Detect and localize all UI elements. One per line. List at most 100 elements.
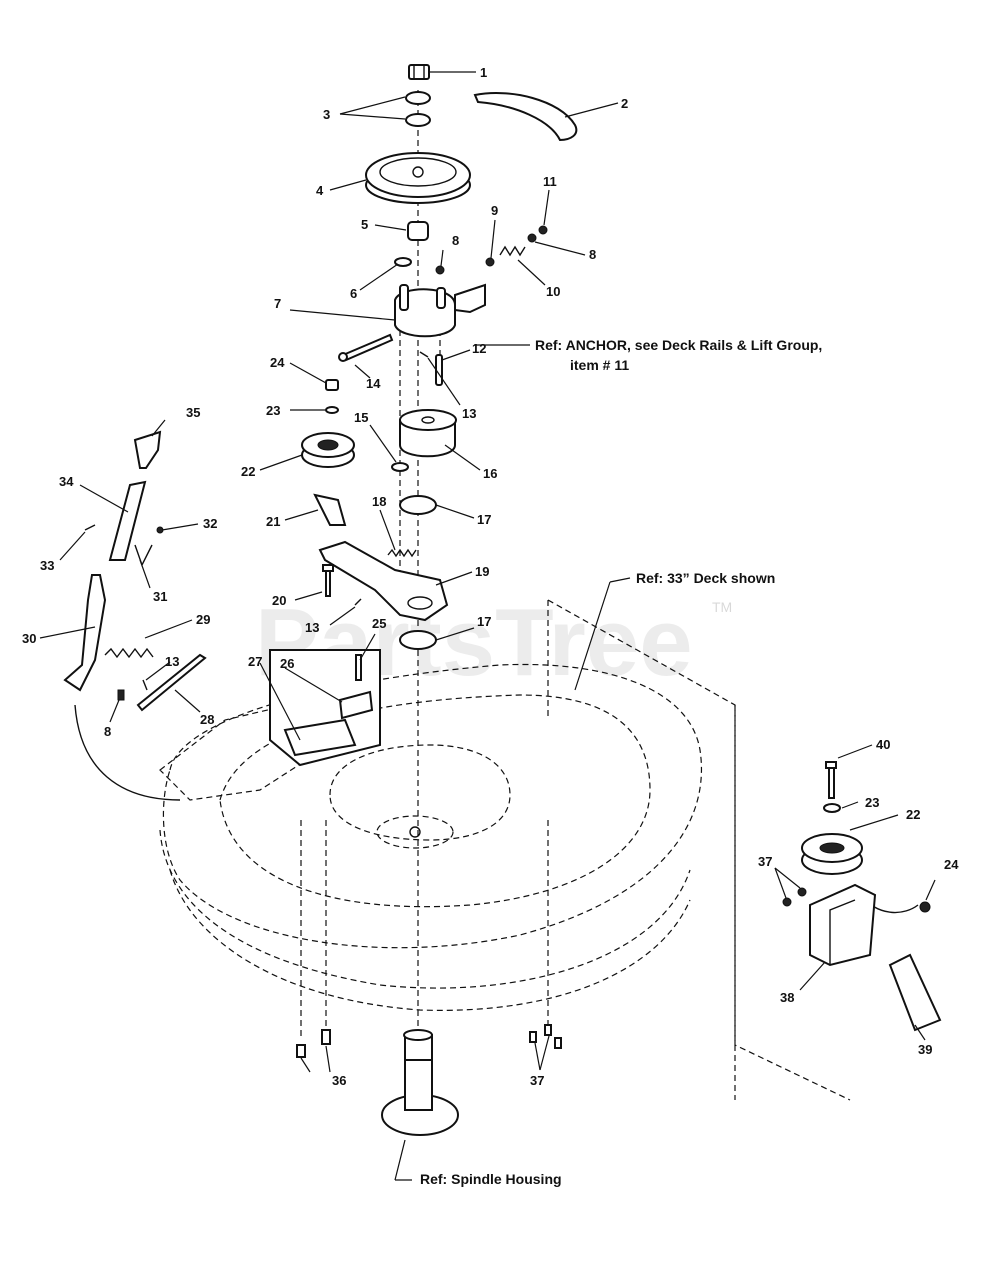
callout-35: 35: [186, 405, 200, 420]
callout-39: 39: [918, 1042, 932, 1057]
callout-37-right: 37: [758, 854, 772, 869]
callout-13-left: 13: [165, 654, 179, 669]
watermark-tm: TM: [712, 599, 732, 615]
callout-9: 9: [491, 203, 498, 218]
callout-2: 2: [621, 96, 628, 111]
callout-17-lower: 17: [477, 614, 491, 629]
pin-12: [435, 354, 443, 386]
pin-33: [84, 524, 96, 531]
cotter-13-mid: [354, 598, 362, 606]
bolt-37-right-a: [782, 897, 792, 907]
cotter-13-top: [419, 351, 429, 358]
washer-top: [405, 91, 431, 105]
callout-33: 33: [40, 558, 54, 573]
bolt-37-right-b: [797, 887, 807, 897]
callout-1: 1: [480, 65, 487, 80]
callout-38: 38: [780, 990, 794, 1005]
lever-34: [108, 480, 147, 561]
callout-8-spring: 8: [589, 247, 596, 262]
callout-7: 7: [274, 296, 281, 311]
callout-labels: 1 2 3 4 5 6 7 8 8 8 9 10 11 12 13 13 13 …: [22, 65, 959, 1088]
callout-20: 20: [272, 593, 286, 608]
callout-30: 30: [22, 631, 36, 646]
idler-pulley-right: [801, 833, 863, 875]
washer-23: [325, 406, 339, 414]
spacer-16: [399, 409, 457, 458]
callout-25: 25: [372, 616, 386, 631]
rod-14: [341, 333, 394, 362]
callout-12: 12: [472, 341, 486, 356]
idler-arm: [394, 284, 456, 338]
bolts-36: [296, 820, 331, 1058]
cable: [74, 704, 181, 801]
callout-8-lower: 8: [104, 724, 111, 739]
nut-8-spring: [527, 233, 537, 243]
callout-21: 21: [266, 514, 280, 529]
callout-40: 40: [876, 737, 890, 752]
pulley: [365, 152, 471, 204]
oring-lower: [399, 630, 437, 650]
anchor-bracket: [454, 283, 486, 314]
nut: [408, 64, 430, 80]
leader-lines: [39, 71, 936, 1181]
callout-34: 34: [59, 474, 74, 489]
bolt-40: [825, 761, 837, 799]
rod-30: [63, 574, 107, 692]
belt-guard-plate: [159, 699, 331, 801]
washer-23-right: [823, 803, 841, 813]
ref-spindle-housing: Ref: Spindle Housing: [420, 1171, 562, 1187]
nut-24-right: [919, 901, 931, 913]
callout-6: 6: [350, 286, 357, 301]
callout-4: 4: [316, 183, 324, 198]
spring-29: [104, 647, 154, 659]
callout-36: 36: [332, 1073, 346, 1088]
callout-3: 3: [323, 107, 330, 122]
bolt-20: [322, 564, 334, 597]
callout-28: 28: [200, 712, 214, 727]
callout-11: 11: [543, 174, 557, 189]
callout-17-upper: 17: [477, 512, 491, 527]
callout-23-left: 23: [266, 403, 280, 418]
bracket-38: [809, 883, 877, 967]
nut-8-lower: [117, 689, 125, 701]
callout-16: 16: [483, 466, 497, 481]
cotter-13-left: [142, 679, 148, 691]
rod-28: [136, 653, 207, 712]
callout-15: 15: [354, 410, 368, 425]
callout-13-top: 13: [462, 406, 476, 421]
bracket-21: [313, 493, 347, 526]
nut-9: [485, 257, 495, 267]
bracket-39: [888, 953, 942, 1032]
spring-18: [387, 548, 417, 558]
knob-35: [133, 430, 162, 469]
plate-19: [318, 540, 449, 622]
ref-deck: Ref: 33” Deck shown: [636, 570, 775, 586]
callout-5: 5: [361, 217, 368, 232]
callout-37-center: 37: [530, 1073, 544, 1088]
callout-13-mid: 13: [305, 620, 319, 635]
washer-15: [391, 462, 409, 472]
spring-31: [134, 544, 153, 567]
spring-10: [499, 245, 526, 257]
callout-31: 31: [153, 589, 167, 604]
spindle-housing: [381, 1029, 459, 1136]
callout-22-left: 22: [241, 464, 255, 479]
belt-keeper-arc: [473, 92, 578, 142]
nut-8-top: [435, 265, 445, 275]
nut-11: [538, 225, 548, 235]
callout-19: 19: [475, 564, 489, 579]
washer-6: [394, 257, 412, 267]
idler-pulley-left: [301, 432, 355, 468]
callout-18: 18: [372, 494, 386, 509]
callout-26: 26: [280, 656, 294, 671]
callout-14: 14: [366, 376, 381, 391]
ref-anchor-line2: item # 11: [570, 357, 629, 373]
oring-upper: [399, 495, 437, 515]
callout-23-right: 23: [865, 795, 879, 810]
callout-27: 27: [248, 654, 262, 669]
reference-notes: Ref: ANCHOR, see Deck Rails & Lift Group…: [420, 337, 822, 1187]
callout-29: 29: [196, 612, 210, 627]
callout-22-right: 22: [906, 807, 920, 822]
ref-anchor-line1: Ref: ANCHOR, see Deck Rails & Lift Group…: [535, 337, 822, 353]
